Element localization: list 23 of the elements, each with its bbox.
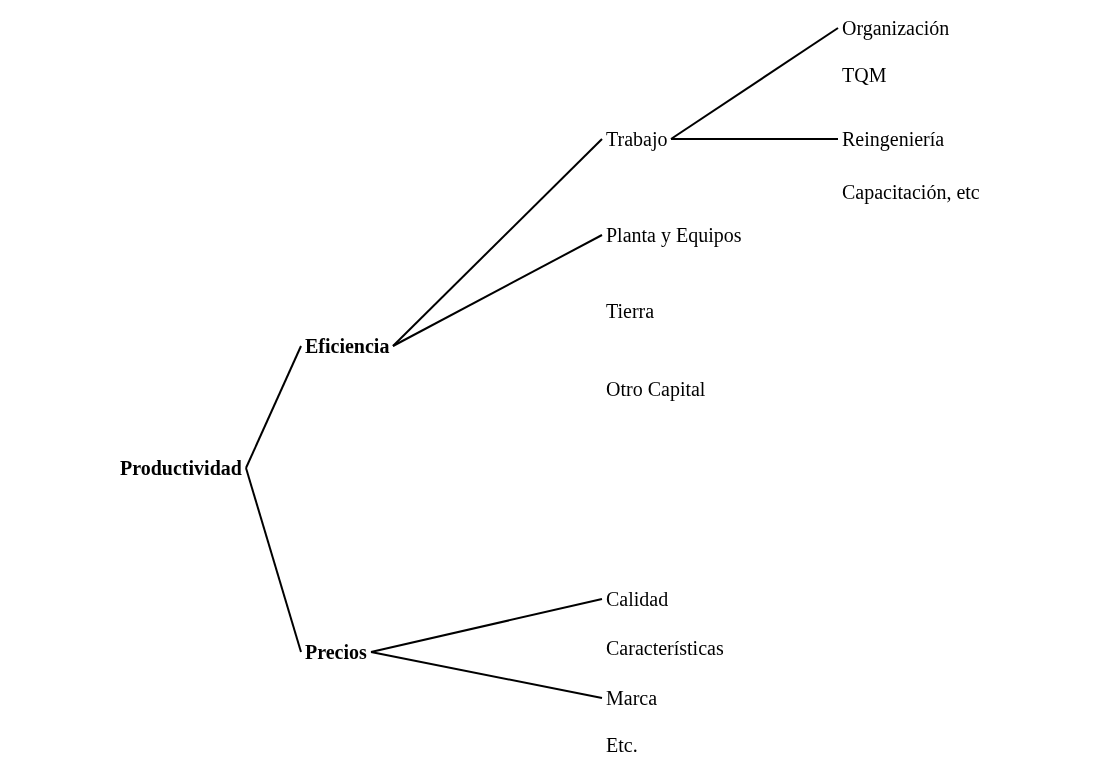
branch-line — [392, 138, 603, 347]
branch-line — [245, 467, 302, 653]
branch-line — [370, 598, 603, 653]
node-label: Etc. — [606, 733, 638, 757]
branch-line — [392, 234, 603, 347]
node-label: Capacitación, etc — [842, 180, 980, 204]
branch-line — [245, 345, 302, 469]
node-label: Organización — [842, 16, 950, 40]
node-label: Eficiencia — [305, 334, 390, 358]
branch-line — [370, 651, 603, 699]
node-label: TQM — [842, 63, 887, 87]
node-label: Precios — [305, 640, 367, 664]
node-label: Trabajo — [606, 127, 668, 151]
branch-line — [670, 138, 839, 140]
node-label: Características — [606, 636, 724, 660]
branch-line — [670, 27, 839, 140]
node-label: Calidad — [606, 587, 669, 611]
node-label: Reingeniería — [842, 127, 945, 151]
node-label: Otro Capital — [606, 377, 706, 401]
node-label: Productividad — [120, 456, 242, 480]
node-label: Tierra — [606, 299, 655, 323]
node-label: Marca — [606, 686, 658, 710]
node-label: Planta y Equipos — [606, 223, 742, 247]
